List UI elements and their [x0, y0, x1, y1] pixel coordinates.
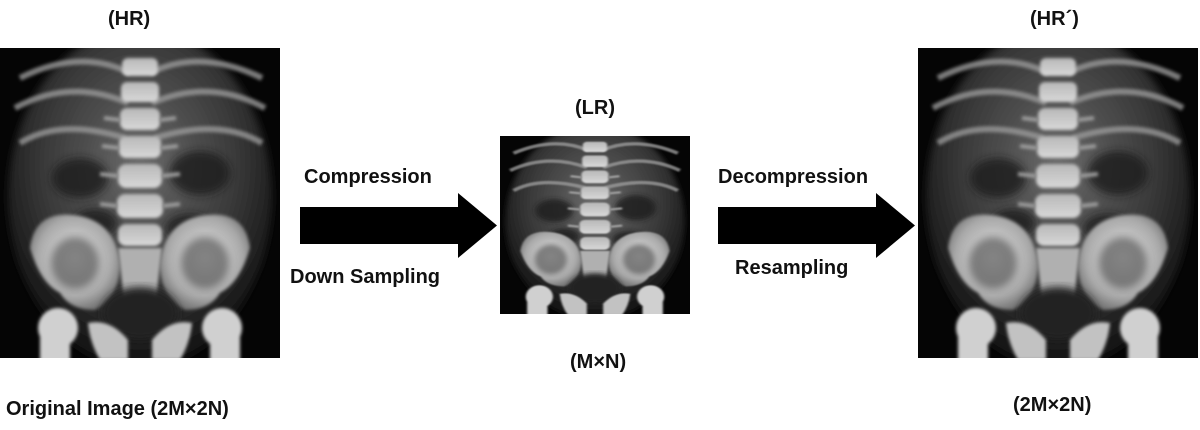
low-resolution-image	[500, 136, 690, 314]
reconstructed-hr-image	[918, 48, 1198, 358]
compression-label: Compression	[304, 166, 432, 188]
down-sampling-label: Down Sampling	[290, 266, 440, 288]
original-image-caption: Original Image (2M×2N)	[6, 398, 229, 420]
reconstructed-size-caption: (2M×2N)	[1013, 394, 1092, 416]
mxn-caption: (M×N)	[570, 351, 627, 373]
original-hr-image	[0, 48, 280, 358]
decompression-label: Decompression	[718, 166, 869, 188]
hr-tag: (HR)	[108, 8, 151, 30]
lr-tag: (LR)	[575, 97, 615, 119]
hr-prime-tag: (HR´)	[1030, 8, 1079, 30]
resampling-label: Resampling	[735, 257, 849, 279]
compression-arrow-icon	[300, 193, 497, 258]
decompression-arrow-icon	[718, 193, 915, 258]
